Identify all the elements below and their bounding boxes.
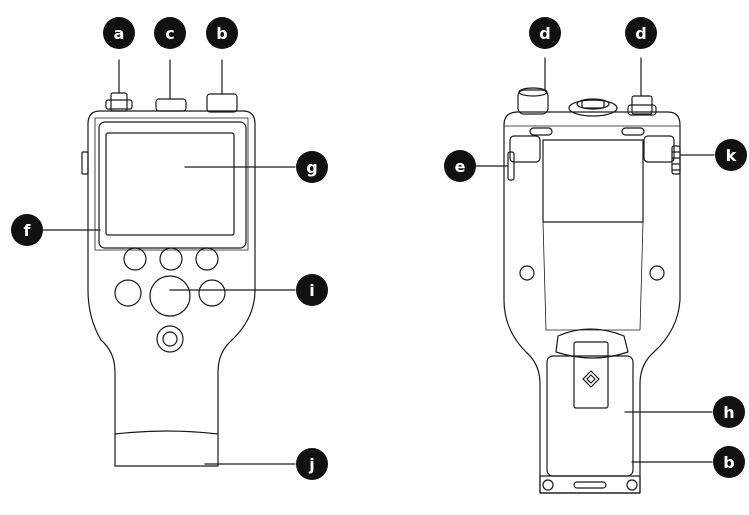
front-view [42, 59, 296, 467]
side-button-f [81, 151, 89, 175]
callout-a: a [103, 17, 135, 49]
callout-f: f [11, 214, 43, 246]
svg-text:g: g [306, 158, 317, 177]
svg-text:d: d [539, 24, 550, 43]
svg-text:c: c [165, 24, 174, 43]
svg-text:b: b [723, 453, 734, 472]
callout-c: c [154, 17, 186, 49]
front-body [87, 110, 256, 467]
svg-text:a: a [114, 24, 125, 43]
connector-b [206, 59, 238, 113]
callout-b-bottom: b [713, 446, 745, 478]
callout-h: h [713, 396, 745, 428]
svg-text:f: f [24, 221, 32, 240]
battery-latch [573, 341, 609, 409]
svg-text:b: b [216, 24, 227, 43]
callout-d-left: d [529, 17, 561, 49]
battery-cover-h [546, 355, 634, 477]
rubber-boot-j [114, 430, 219, 435]
display-g [98, 121, 247, 249]
back-view [475, 57, 715, 494]
connector-back-middle [568, 98, 618, 117]
bottom-strap-b [539, 475, 641, 494]
svg-text:h: h [723, 403, 734, 422]
svg-text:d: d [635, 24, 646, 43]
callout-i: i [296, 274, 328, 306]
callout-g: g [296, 151, 328, 183]
callouts: a c b f g i j d [11, 17, 747, 480]
svg-text:j: j [308, 455, 314, 474]
svg-text:i: i [309, 281, 314, 300]
svg-text:k: k [726, 146, 737, 165]
side-knob-k [671, 145, 681, 175]
callout-b-top: b [206, 17, 238, 49]
callout-e: e [444, 150, 476, 182]
connector-bnc-a [105, 59, 133, 112]
callout-k: k [715, 139, 747, 171]
svg-text:e: e [455, 157, 466, 176]
connector-back-left [517, 57, 549, 115]
display-screen [105, 132, 235, 236]
rear-label-panel [542, 139, 644, 223]
keypad-i [114, 247, 226, 353]
back-body [503, 111, 681, 494]
connector-c [155, 59, 187, 112]
callout-j: j [296, 448, 328, 480]
callout-d-right: d [625, 17, 657, 49]
side-button-e [507, 151, 515, 181]
connector-back-right [627, 57, 657, 116]
